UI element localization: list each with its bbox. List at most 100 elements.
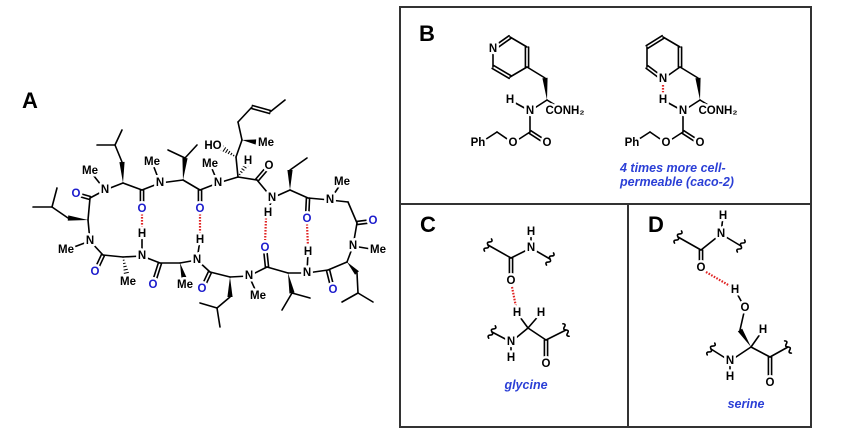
atom-label: O xyxy=(662,137,671,149)
double-bond xyxy=(493,37,512,52)
double-bond xyxy=(493,64,512,77)
single-bond xyxy=(530,247,551,260)
atom-label: H xyxy=(726,371,734,383)
atom-label: Ph xyxy=(625,137,640,149)
single-bond xyxy=(329,199,349,203)
atom-label: O xyxy=(329,284,338,296)
atom-label: H xyxy=(196,234,204,246)
single-bond xyxy=(114,144,123,163)
single-bond xyxy=(352,222,358,247)
panel-c-bonds xyxy=(483,231,570,365)
atom-label: Me xyxy=(120,276,136,288)
single-bond xyxy=(248,266,268,277)
atom-label: N xyxy=(214,177,222,189)
atom-label: H xyxy=(507,352,515,364)
single-bond xyxy=(199,302,218,309)
hydrogen-bond xyxy=(305,223,310,248)
permeability-note-line1: 4 times more cell- xyxy=(619,161,726,175)
atom-label: H xyxy=(138,228,146,240)
double-bond xyxy=(683,129,702,143)
single-bond xyxy=(209,271,231,278)
single-bond xyxy=(739,307,746,331)
single-bond xyxy=(662,99,684,112)
single-bond xyxy=(700,233,722,251)
atom-label: Me xyxy=(258,137,274,149)
single-bond xyxy=(491,331,512,343)
atom-label: CONH₂ xyxy=(546,105,585,117)
wedge-bond xyxy=(288,273,295,294)
glycine-caption: glycine xyxy=(503,378,547,392)
double-bond xyxy=(95,254,106,274)
single-bond xyxy=(87,219,91,242)
single-bond xyxy=(527,327,547,341)
single-bond xyxy=(235,139,243,158)
atom-label: N xyxy=(726,355,734,367)
double-bond xyxy=(250,107,271,115)
single-bond xyxy=(196,259,211,273)
single-bond xyxy=(182,179,201,191)
squiggle-bond-icon xyxy=(487,325,497,339)
single-bond xyxy=(237,121,243,141)
single-bond xyxy=(235,156,239,178)
double-bond xyxy=(153,262,163,287)
atom-label: O xyxy=(72,188,81,200)
double-bond xyxy=(647,64,665,79)
atom-label: O xyxy=(198,283,207,295)
single-bond xyxy=(347,201,358,224)
single-bond xyxy=(51,187,58,208)
wedge-bond xyxy=(737,328,751,347)
single-bond xyxy=(720,233,742,247)
single-bond xyxy=(529,99,548,112)
hash-bond xyxy=(123,265,127,268)
single-bond xyxy=(256,179,273,199)
atom-label: O xyxy=(696,137,705,149)
squiggle-bond-icon xyxy=(705,342,717,356)
single-bond xyxy=(516,312,529,329)
hash-bond xyxy=(222,147,227,152)
single-bond xyxy=(289,189,309,199)
single-bond xyxy=(510,327,529,343)
atom-label: H xyxy=(527,226,535,238)
double-bond xyxy=(202,271,213,291)
atom-label: N xyxy=(193,254,201,266)
double-bond xyxy=(265,247,270,268)
atom-label: N xyxy=(86,235,94,247)
permeability-note-line2: permeable (caco-2) xyxy=(619,175,734,189)
double-bond xyxy=(74,194,91,201)
atom-label: Ph xyxy=(471,137,486,149)
single-bond xyxy=(104,182,124,191)
single-bond xyxy=(341,292,359,303)
atom-label: N xyxy=(303,267,311,279)
single-bond xyxy=(159,179,184,184)
atom-label: N xyxy=(679,105,687,117)
single-bond xyxy=(710,348,731,362)
single-bond xyxy=(356,272,359,294)
single-bond xyxy=(545,329,567,341)
single-bond xyxy=(306,269,329,274)
squiggle-bond-icon xyxy=(483,238,493,252)
single-bond xyxy=(527,312,542,329)
single-bond xyxy=(229,275,250,278)
single-bond xyxy=(266,266,289,274)
single-bond xyxy=(357,292,374,303)
hash-bond xyxy=(240,170,243,174)
hash-bond xyxy=(225,148,229,154)
single-bond xyxy=(750,329,764,348)
hash-bond xyxy=(122,262,126,265)
hydrogen-bond xyxy=(510,286,518,308)
single-bond xyxy=(271,189,291,199)
hash-bond xyxy=(227,150,231,155)
wedge-bond xyxy=(119,161,125,183)
wedge-bond xyxy=(695,77,701,100)
atom-label: N xyxy=(507,336,515,348)
hydrogen-bond xyxy=(705,271,731,287)
atom-label: O xyxy=(507,275,516,287)
atom-label: O xyxy=(138,203,147,215)
atom-label: N xyxy=(326,194,334,206)
single-bond xyxy=(682,99,701,112)
hash-bond xyxy=(123,274,131,278)
squiggle-bond-icon xyxy=(562,322,570,338)
atom-label: H xyxy=(244,155,252,167)
